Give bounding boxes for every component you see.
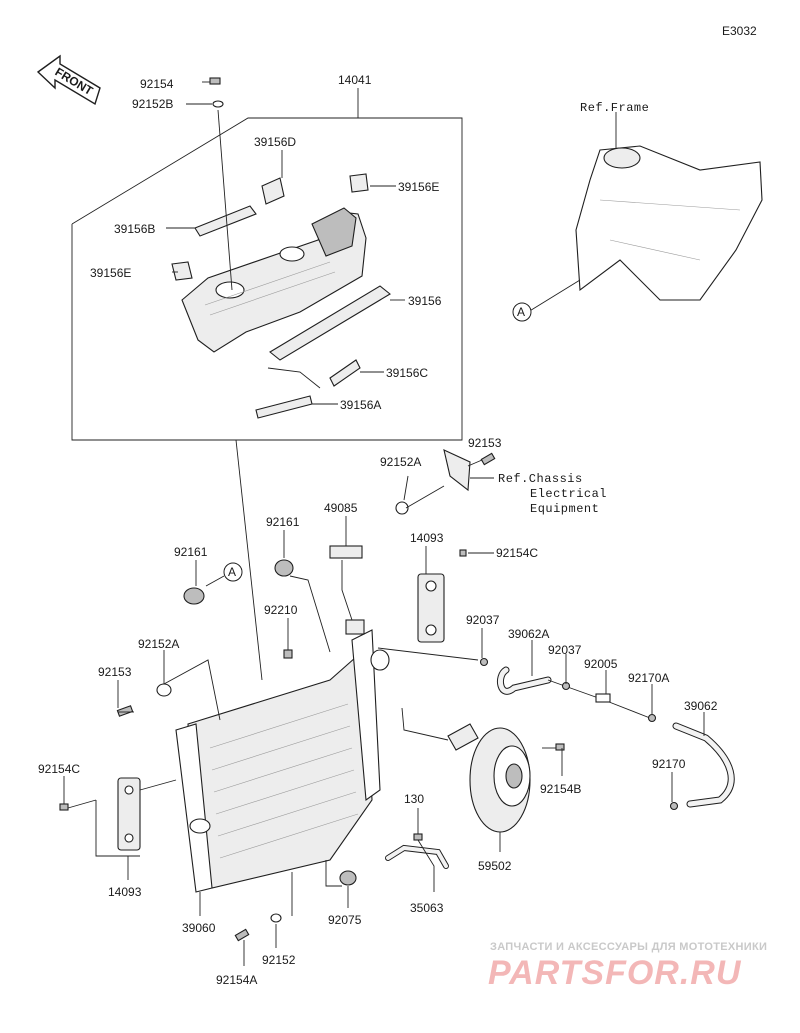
watermark-subtitle: ЗАПЧАСТИ И АКСЕССУАРЫ ДЛЯ МОТОТЕХНИКИ	[490, 941, 767, 953]
label-92152: 92152	[262, 953, 296, 967]
bracket-14093-right	[417, 573, 445, 643]
label-92152A-left: 92152A	[138, 637, 179, 651]
ref-frame-label: Ref.Frame	[580, 101, 649, 115]
callout-a-top: A	[512, 302, 532, 322]
label-92153-left: 92153	[98, 665, 132, 679]
callout-a-top-letter: A	[517, 305, 525, 319]
hose-39062A	[496, 666, 552, 695]
radiator-39060	[175, 619, 390, 893]
cover-leaders	[166, 109, 405, 405]
label-39156B: 39156B	[114, 222, 155, 236]
ref-chassis-line1: Ref.Chassis	[498, 472, 583, 486]
pipe-35063	[385, 844, 449, 869]
callout-a-left: A	[205, 562, 243, 587]
fan-59502	[447, 723, 531, 852]
label-92170A: 92170A	[628, 671, 669, 685]
cover-assembly-outline	[71, 88, 463, 441]
ref-chassis-line2: Electrical	[530, 487, 607, 501]
label-39062: 39062	[684, 699, 718, 713]
label-92161-center: 92161	[266, 515, 300, 529]
label-92161-left: 92161	[174, 545, 208, 559]
label-92154B: 92154B	[540, 782, 581, 796]
hardware	[59, 449, 565, 942]
bracket-14093-left	[117, 777, 141, 851]
grommet-92152B	[186, 100, 224, 108]
label-92152A-right: 92152A	[380, 455, 421, 469]
callout-a-left-letter: A	[228, 565, 236, 579]
label-92005: 92005	[584, 657, 618, 671]
label-49085: 49085	[324, 501, 358, 515]
lower-leaders	[63, 439, 705, 966]
label-39156E-left: 39156E	[90, 266, 131, 280]
hose-39062	[672, 722, 735, 808]
label-92170: 92170	[652, 757, 686, 771]
label-92154-top: 92154	[140, 77, 174, 91]
label-35063: 35063	[410, 901, 444, 915]
label-39156D: 39156D	[254, 135, 296, 149]
front-arrow-icon: FRONT	[36, 54, 101, 106]
label-39156A: 39156A	[340, 398, 381, 412]
label-92037-b: 92037	[548, 643, 582, 657]
label-92154A: 92154A	[216, 973, 257, 987]
label-92075: 92075	[328, 913, 362, 927]
breather-line	[377, 647, 679, 811]
label-92154C-left: 92154C	[38, 762, 80, 776]
ref-chassis-line3: Equipment	[530, 502, 599, 516]
label-39156E-right: 39156E	[398, 180, 439, 194]
label-14093-left: 14093	[108, 885, 142, 899]
watermark-logo: PARTSFOR.RU	[488, 954, 742, 992]
frame-reference-drawing	[527, 112, 763, 313]
label-92152B: 92152B	[132, 97, 173, 111]
label-92154C-right: 92154C	[496, 546, 538, 560]
label-92153-right: 92153	[468, 436, 502, 450]
label-130: 130	[404, 792, 424, 806]
label-39156: 39156	[408, 294, 442, 308]
label-39156C: 39156C	[386, 366, 428, 380]
label-39062A: 39062A	[508, 627, 549, 641]
radiator-cover-assembly	[171, 173, 391, 419]
label-59502: 59502	[478, 859, 512, 873]
label-14041: 14041	[338, 73, 372, 87]
label-14093-right: 14093	[410, 531, 444, 545]
label-92037-a: 92037	[466, 613, 500, 627]
bolt-92154-top	[202, 77, 221, 85]
label-92210: 92210	[264, 603, 298, 617]
label-39060: 39060	[182, 921, 216, 935]
diagram-code: E3032	[722, 24, 757, 38]
